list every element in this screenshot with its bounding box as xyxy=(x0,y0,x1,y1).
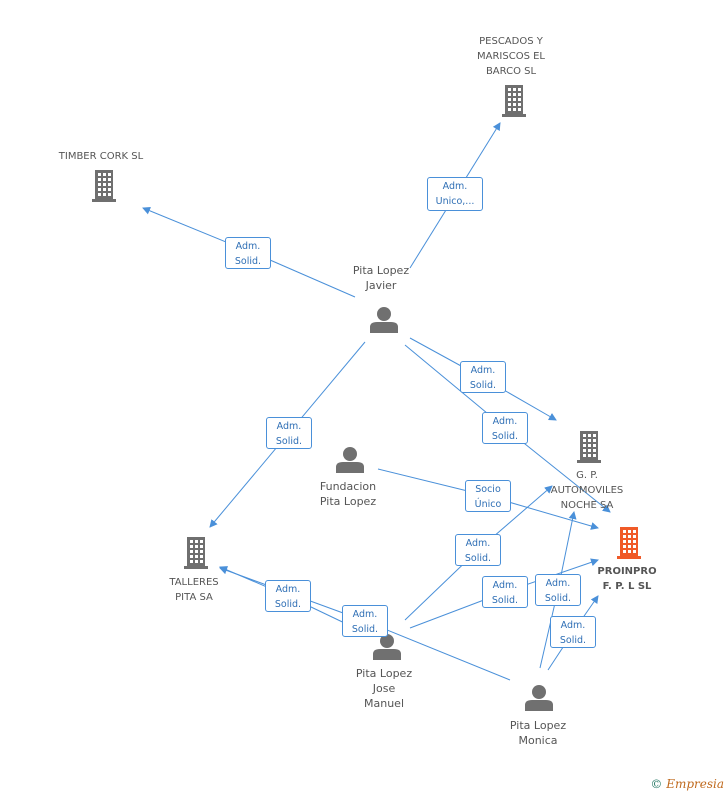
edge-label-e3[interactable]: Adm. Solid. xyxy=(266,417,312,449)
jose-label[interactable]: Pita Lopez Jose Manuel xyxy=(355,666,413,710)
edge-label-e4[interactable]: Adm. Solid. xyxy=(460,361,506,393)
fundacion-person-icon[interactable] xyxy=(336,447,364,473)
timber-label[interactable]: TIMBER CORK SL xyxy=(58,150,144,162)
edge-label-e2[interactable]: Adm. Solid. xyxy=(225,237,271,269)
edge-label-e1[interactable]: Adm. Unico,... xyxy=(427,177,483,211)
edge-label-e11[interactable]: Adm. Solid. xyxy=(265,580,311,612)
proinpro-building-icon[interactable] xyxy=(617,527,641,559)
jose-person-icon[interactable] xyxy=(373,634,401,660)
fundacion-label[interactable]: Fundacion Pita Lopez xyxy=(319,480,377,508)
pescados-building-icon[interactable] xyxy=(502,85,526,117)
proinpro-label[interactable]: PROINPRO F. P. L SL xyxy=(597,566,657,592)
talleres-label[interactable]: TALLERES PITA SA xyxy=(169,577,219,603)
gp-building-icon[interactable] xyxy=(577,431,601,463)
edge-label-e8[interactable]: Adm. Solid. xyxy=(482,576,528,608)
copyright-footer: © Empresia xyxy=(650,777,724,791)
timber-building-icon[interactable] xyxy=(92,170,116,202)
edge-label-e12[interactable]: Adm. Solid. xyxy=(342,605,388,637)
copyright-symbol: © xyxy=(650,777,663,791)
edge-label-e10[interactable]: Adm. Solid. xyxy=(550,616,596,648)
talleres-building-icon[interactable] xyxy=(184,537,208,569)
pescados-label[interactable]: PESCADOS Y MARISCOS EL BARCO SL xyxy=(477,35,545,77)
monica-label[interactable]: Pita Lopez Monica xyxy=(509,719,567,747)
edge-label-e9[interactable]: Adm. Solid. xyxy=(535,574,581,606)
monica-person-icon[interactable] xyxy=(525,685,553,711)
brand-logo[interactable]: Empresia xyxy=(666,777,724,791)
javier-label[interactable]: Pita Lopez Javier xyxy=(352,264,410,292)
edge-label-e7[interactable]: Adm. Solid. xyxy=(455,534,501,566)
gp-label[interactable]: G. P. AUTOMOVILES NOCHE SA xyxy=(550,469,624,511)
edge-label-e5[interactable]: Adm. Solid. xyxy=(482,412,528,444)
edge-label-e6[interactable]: Socio Único xyxy=(465,480,511,512)
javier-person-icon[interactable] xyxy=(370,307,398,333)
